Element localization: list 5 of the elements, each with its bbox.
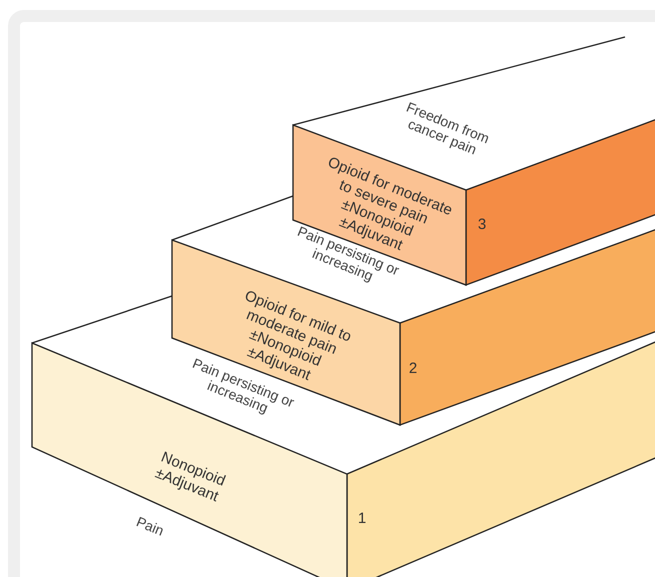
step-number: 3 [476,216,488,233]
step-number: 1 [356,510,368,527]
condition-text: Pain [133,512,168,540]
step-block [293,37,655,285]
step-number: 2 [408,360,418,377]
